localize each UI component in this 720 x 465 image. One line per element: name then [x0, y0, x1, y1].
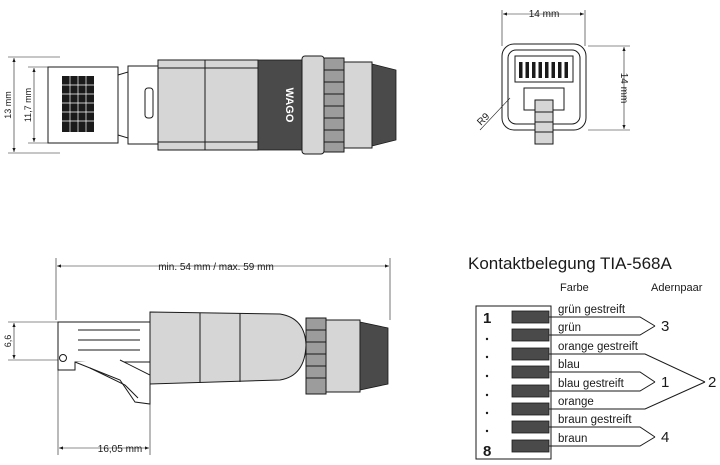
cable-end	[371, 63, 397, 147]
pin-frame	[475, 305, 552, 460]
pair-label-1: 1	[661, 374, 669, 391]
side-gland-cap	[325, 319, 361, 393]
pin-first-label: 1	[483, 310, 491, 327]
col-color-header: Farbe	[560, 282, 589, 294]
dim-radius: R9	[475, 111, 492, 128]
latch-window	[144, 87, 154, 119]
radius-leader	[479, 97, 511, 131]
side-latch-edge	[89, 367, 139, 399]
side-gland-ribs	[306, 329, 326, 379]
side-housing	[149, 311, 307, 385]
plug-step	[117, 71, 129, 139]
top-view: 13 mm 11,7 mm WAGO	[3, 55, 397, 155]
wire-labels: grün gestreift grün orange gestreift bla…	[558, 304, 639, 445]
wire-swatch	[511, 328, 550, 342]
wire-swatch	[511, 384, 550, 398]
col-pair-header: Adernpaar	[651, 282, 703, 294]
wire-label-4: blau	[558, 359, 580, 371]
wago-logo: WAGO	[283, 88, 295, 123]
side-cable-end	[359, 321, 389, 391]
pin-dots	[485, 337, 489, 433]
wire-swatch	[511, 365, 550, 379]
side-latch	[74, 359, 151, 405]
contact-slot	[514, 55, 574, 83]
wire-swatches	[511, 310, 550, 453]
wire-label-2: grün	[558, 322, 581, 334]
wire-label-8: braun	[558, 433, 587, 445]
wire-leads	[549, 316, 706, 447]
dim-117mm: 11,7 mm	[23, 88, 33, 122]
wire-swatch	[511, 347, 550, 361]
dim-front-height: 14 mm	[618, 73, 629, 104]
housing-body	[157, 59, 259, 151]
side-gland-nut	[305, 317, 327, 395]
wire-swatch	[511, 310, 550, 324]
wire-swatch	[511, 420, 550, 434]
gland-ribs	[324, 69, 344, 143]
wire-swatch	[511, 402, 550, 416]
latch-ribs	[535, 111, 553, 133]
pin-last-label: 8	[483, 443, 491, 460]
wire-label-5: blau gestreift	[558, 378, 625, 390]
dim-front-width: 14 mm	[529, 9, 560, 20]
front-contacts	[519, 62, 568, 78]
dim-length: min. 54 mm / max. 59 mm	[158, 262, 274, 273]
dim-side-height: 6,6	[3, 335, 13, 348]
logo-block	[257, 59, 303, 151]
pair-label-3: 3	[661, 318, 669, 335]
contact-grid	[62, 76, 94, 132]
wire-label-1: grün gestreift	[558, 304, 626, 316]
dim-tab: 16,05 mm	[98, 444, 142, 455]
wire-label-7: braun gestreift	[558, 414, 632, 426]
gland-cap	[343, 61, 373, 149]
wire-label-6: orange	[558, 396, 594, 408]
side-view: min. 54 mm / max. 59 mm 6,6 16,05 mm	[3, 258, 391, 455]
wire-label-3: orange gestreift	[558, 341, 639, 353]
gland-nut	[323, 57, 345, 153]
pinout-diagram: Kontaktbelegung TIA-568A Farbe Adernpaar…	[468, 254, 716, 460]
pinout-title: Kontaktbelegung TIA-568A	[468, 254, 672, 273]
side-pivot	[59, 354, 67, 362]
front-view: 14 mm 14 mm R9	[475, 9, 630, 145]
wire-swatch	[511, 439, 550, 453]
gland-ring	[301, 55, 325, 155]
side-contacts	[78, 329, 140, 351]
pair-label-4: 4	[661, 429, 669, 446]
dim-13mm: 13 mm	[3, 91, 13, 119]
pair-label-2: 2	[708, 374, 716, 391]
